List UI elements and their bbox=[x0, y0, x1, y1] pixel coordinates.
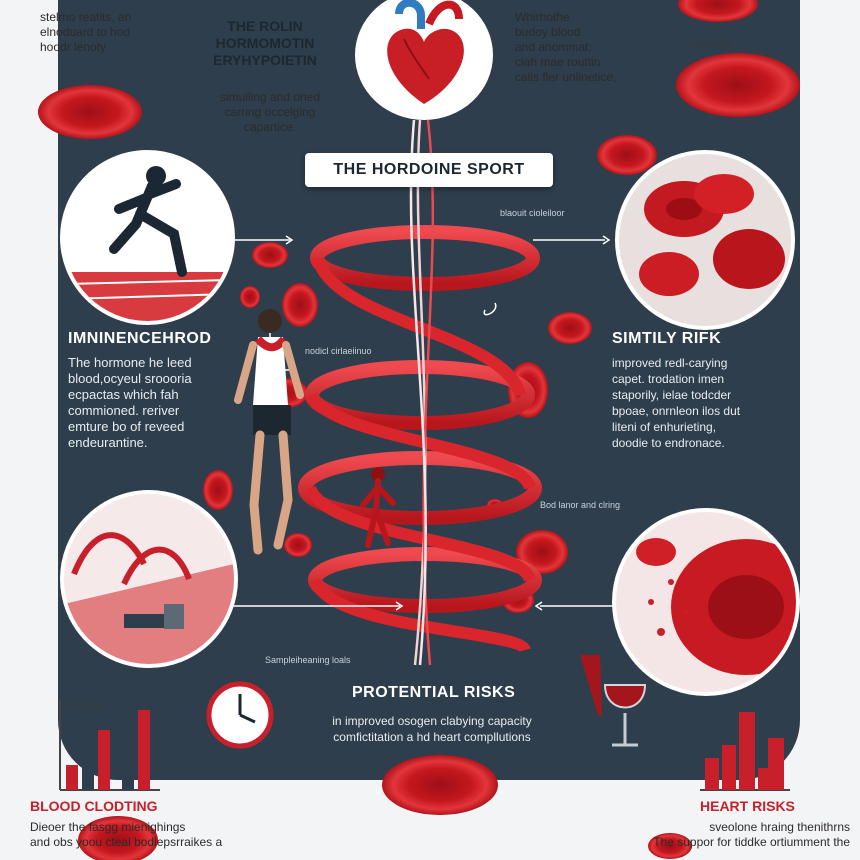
heart-risks-heading: HEART RISKS bbox=[700, 798, 795, 814]
blood-cells-icon bbox=[619, 154, 791, 326]
red-blood-cell bbox=[648, 833, 692, 859]
red-blood-cell bbox=[38, 85, 142, 139]
text-line: commioned. reriver bbox=[68, 403, 180, 418]
text-line: endeurantine. bbox=[68, 435, 148, 450]
glass-icon bbox=[580, 655, 647, 747]
text-line: liteni of enhurieting, bbox=[612, 420, 717, 434]
blood-vessels bbox=[409, 119, 435, 666]
text-line: Whirhothe bbox=[515, 10, 570, 24]
text-line: The suppor for tiddke ortiumment the bbox=[653, 835, 850, 849]
text-line: budoy blood bbox=[515, 25, 581, 39]
text-line: Dieoer the fasgg mienighings bbox=[30, 820, 186, 834]
text-line: sveolone hraing thenithrns bbox=[709, 820, 850, 834]
right-bar-chart bbox=[700, 712, 790, 791]
stadium-illustration-circle bbox=[60, 490, 238, 668]
red-blood-cell bbox=[676, 53, 800, 117]
stadium-icon bbox=[64, 494, 234, 664]
red-blood-cell bbox=[240, 286, 260, 308]
runner-icon bbox=[64, 154, 231, 321]
top-right-text: Whirhothe budoy blood and anommat, ciah … bbox=[515, 10, 675, 85]
red-blood-cell bbox=[597, 135, 657, 175]
bod-label: Bod lanor and clring bbox=[540, 500, 621, 510]
hormone-title-line: ERYHYPOIETIN bbox=[213, 52, 317, 68]
sprinter-illustration-circle bbox=[60, 150, 235, 325]
text-line: stelmo reatits, an bbox=[40, 10, 132, 24]
red-blood-cell bbox=[282, 283, 318, 327]
risks-heading: PROTENTIAL RISKS bbox=[352, 684, 516, 701]
heart-illustration-circle bbox=[355, 0, 493, 120]
sample-label: Sampleiheaning loals bbox=[265, 655, 351, 665]
hormone-description: simuiling and oned carring occelging cap… bbox=[190, 90, 350, 135]
zoomed-cell-circle bbox=[612, 508, 800, 696]
text-line: hoodr lenoty bbox=[40, 40, 107, 54]
red-blood-cell bbox=[678, 0, 758, 22]
text-line: capet. trodation imen bbox=[612, 372, 725, 386]
risks-body: in improved osogen clabying capacity com… bbox=[282, 713, 582, 745]
red-blood-cell bbox=[516, 530, 568, 574]
hormone-block: THE ROLIN HORMOMOTIN ERYHYPOIETIN bbox=[180, 18, 350, 69]
cell-closeup-icon bbox=[616, 512, 796, 692]
right-section-body: improved redl-carying capet. trodation i… bbox=[612, 355, 792, 451]
hormone-title-line: HORMOMOTIN bbox=[215, 35, 315, 51]
hormone-title-line: THE ROLIN bbox=[227, 18, 303, 34]
text-line: calis fler unlinetice, bbox=[515, 70, 617, 84]
left-bar-chart bbox=[59, 700, 160, 791]
text-line: The hormone he leed bbox=[68, 355, 192, 370]
text-line: in improved osogen clabying capacity bbox=[332, 714, 532, 728]
text-line: elnoduard to hod bbox=[40, 25, 131, 39]
red-blood-cell bbox=[548, 312, 592, 344]
red-blood-cell bbox=[284, 533, 312, 557]
text-line: simuiling and oned bbox=[219, 90, 321, 104]
red-blood-cell bbox=[252, 242, 288, 268]
text-line: carring occelging bbox=[224, 105, 316, 119]
right-section-heading: SIMTILY RIFK bbox=[612, 330, 722, 347]
text-line: comfictitation a hd heart compllutions bbox=[333, 730, 531, 744]
text-line: improved redl-carying bbox=[612, 356, 728, 370]
chart-left-label: Ic dororoe bbox=[66, 700, 107, 710]
text-line: bpoae, onrnleon ilos dut bbox=[612, 404, 741, 418]
red-blood-cell bbox=[203, 470, 233, 510]
blood-clotting-body: Dieoer the fasgg mienighings and obs yoo… bbox=[30, 820, 290, 850]
runner-figure-icon bbox=[234, 309, 304, 555]
text-line: blood,ocyeul sroooria bbox=[68, 371, 192, 386]
red-blood-cell bbox=[78, 816, 158, 860]
small-runner-icon bbox=[360, 467, 396, 548]
left-section-heading: IMNINENCEHROD bbox=[68, 330, 212, 347]
text-line: and anommat, bbox=[515, 40, 592, 54]
text-line: ecpactas which fah bbox=[68, 387, 179, 402]
heart-risks-body: sveolone hraing thenithrns The suppor fo… bbox=[590, 820, 850, 850]
blood-label: blaouit cioleiloor bbox=[500, 208, 565, 218]
blood-clotting-heading: BLOOD CLODTING bbox=[30, 798, 158, 814]
red-blood-cell bbox=[382, 755, 498, 815]
text-line: ciah mae routtin bbox=[515, 55, 601, 69]
text-line: and obs yoou cteal bodlepsrraikes a bbox=[30, 835, 223, 849]
text-line: capartice. bbox=[243, 120, 297, 134]
far-right-label: Syposeing bbox=[690, 38, 733, 48]
text-line: doodie to endronace. bbox=[612, 436, 725, 450]
text-line: staporily, ielae todcder bbox=[612, 388, 732, 402]
heart-icon bbox=[359, 0, 489, 116]
text-line: emture bo of reveed bbox=[68, 419, 185, 434]
banner-title: THE HORDOINE SPORT bbox=[305, 153, 553, 187]
blood-cells-circle bbox=[615, 150, 795, 330]
clock-icon bbox=[206, 681, 274, 749]
left-section-body: The hormone he leed blood,ocyeul srooori… bbox=[68, 355, 238, 451]
top-left-text: stelmo reatits, an elnoduard to hod hood… bbox=[40, 10, 190, 55]
mid-label: nodicl cirlaeiinuo bbox=[305, 346, 372, 356]
